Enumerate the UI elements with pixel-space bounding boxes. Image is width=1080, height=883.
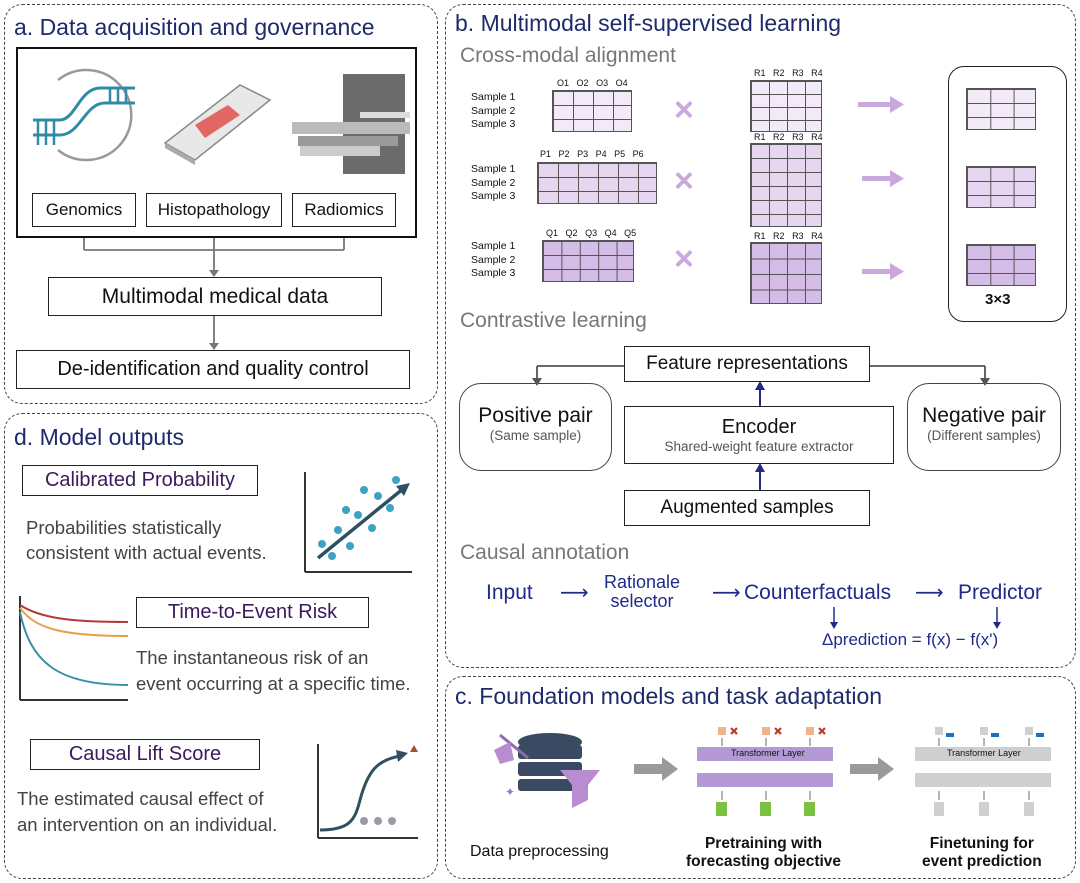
panel-c-title: c. Foundation models and task adaptation [455,683,883,709]
similarity-matrix-1 [966,88,1036,130]
causal-lift-label: Causal Lift Score [30,739,260,770]
similarity-result-container [948,66,1067,322]
contrastive-heading: Contrastive learning [460,309,647,332]
panel-a-title: a. Data acquisition and governance [14,14,375,40]
panel-d [4,413,438,879]
negative-pair-label: Negative pair [922,404,1046,427]
delta-prediction-formula: Δprediction = f(x) − f(x') [822,630,999,649]
predictor-label: Predictor [958,581,1043,604]
negative-pair-sub: (Different samples) [927,428,1041,443]
causal-arrow-1: ⟶ [560,582,589,604]
pretraining-layer-label: Transformer Layer [731,748,805,758]
causal-arrow-2: ⟶ [712,582,741,604]
panel-d-title: d. Model outputs [14,424,185,450]
negative-pair-box: Negative pair (Different samples) [907,383,1061,471]
q-col-labels: Q1 Q2 Q3 Q4 Q5 [546,228,637,238]
finetuning-layer-label: Transformer Layer [947,748,1021,758]
modality-o-matrix [552,90,632,132]
panel-c [445,676,1076,879]
causal-arrow-3: ⟶ [915,582,944,604]
similarity-matrix-3 [966,244,1036,286]
modality-r-matrix-3 [750,242,822,304]
result-size-label: 3×3 [985,291,1011,308]
similarity-matrix-2 [966,166,1036,208]
modality-frame [16,47,417,238]
time-to-event-label: Time-to-Event Risk [136,597,369,628]
positive-pair-label: Positive pair [478,404,593,427]
multiply-sign: × [674,162,694,200]
data-preprocessing-label: Data preprocessing [470,843,609,860]
multiply-sign: × [674,91,694,129]
encoder-box: Encoder Shared-weight feature extractor [624,406,894,464]
counterfactuals-label: Counterfactuals [744,581,892,604]
genomics-box: Genomics [32,193,136,227]
positive-pair-box: Positive pair (Same sample) [459,383,612,471]
p-col-labels: P1 P2 P3 P4 P5 P6 [540,149,644,159]
r-col-labels-row2: R1 R2 R3 R4 [754,132,823,142]
modality-q-matrix [542,240,634,282]
feature-representations-box: Feature representations [624,346,870,382]
causal-input: Input [486,581,533,604]
quality-control-box: De-identification and quality control [16,350,410,389]
histopathology-box: Histopathology [146,193,282,227]
o-col-labels: O1 O2 O3 O4 [557,78,628,88]
modality-r-matrix-2 [750,143,822,227]
panel-a [4,4,438,404]
multimodal-data-box: Multimodal medical data [48,277,382,316]
svg-text:✦: ✦ [505,785,515,799]
calibrated-probability-label: Calibrated Probability [22,465,258,496]
cross-modal-heading: Cross-modal alignment [460,44,676,67]
augmented-samples-box: Augmented samples [624,490,870,526]
radiomics-box: Radiomics [292,193,396,227]
multiply-sign: × [674,240,694,278]
r-col-labels-row3: R1 R2 R3 R4 [754,231,823,241]
causal-heading: Causal annotation [460,541,630,564]
encoder-title: Encoder [721,416,797,438]
modality-r-matrix-1 [750,80,822,132]
positive-pair-sub: (Same sample) [489,428,582,443]
panel-b-title: b. Multimodal self-supervised learning [455,10,842,36]
encoder-subtitle: Shared-weight feature extractor [664,439,854,454]
modality-p-matrix [537,162,657,204]
r-col-labels-row1: R1 R2 R3 R4 [754,68,823,78]
panel-b [445,4,1076,668]
